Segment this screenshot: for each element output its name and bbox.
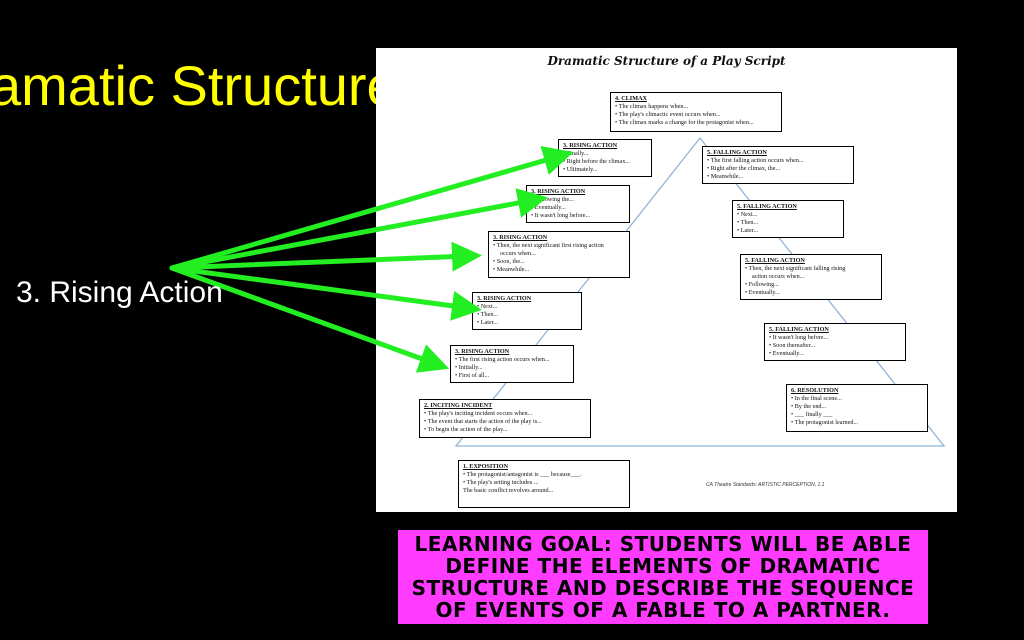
slide-title: amatic Structure: [0, 54, 398, 117]
box-line: Eventually...: [745, 289, 877, 297]
box-line: Eventually...: [531, 204, 625, 212]
box-heading: 6. RESOLUTION: [791, 387, 839, 394]
falling-action-box-3: 5. FALLING ACTION Then, the next signifi…: [740, 254, 882, 300]
box-line: It wasn't long before...: [531, 212, 625, 220]
box-heading: 5. FALLING ACTION: [745, 257, 805, 264]
box-line: First of all...: [455, 372, 569, 380]
box-line: The first rising action occurs when...: [455, 356, 569, 364]
inciting-incident-box: 2. INCITING INCIDENT The play's inciting…: [419, 399, 591, 438]
box-line: Meanwhile...: [493, 266, 625, 274]
resolution-box: 6. RESOLUTION In the final scene... By t…: [786, 384, 928, 432]
box-heading: 3. RISING ACTION: [493, 234, 548, 241]
box-line: Soon thereafter...: [769, 342, 901, 350]
box-line: The climax marks a change for the protag…: [615, 119, 777, 127]
box-line: Finally...: [563, 150, 647, 158]
standards-caption: CA Theatre Standards: ARTISTIC PERCEPTIO…: [706, 482, 825, 488]
box-line: The first falling action occurs when...: [707, 157, 849, 165]
box-line: Meanwhile...: [707, 173, 849, 181]
box-heading: 3. RISING ACTION: [455, 348, 510, 355]
box-heading: 3. RISING ACTION: [477, 295, 532, 302]
box-line: Right after the climax, the...: [707, 165, 849, 173]
box-line: The play's climactic event occurs when..…: [615, 111, 777, 119]
box-heading: 5. FALLING ACTION: [769, 326, 829, 333]
box-line: The event that starts the action of the …: [424, 418, 586, 426]
box-line: Later...: [737, 227, 839, 235]
box-line: Following the...: [531, 196, 625, 204]
box-line: In the final scene...: [791, 395, 923, 403]
box-line: Right before the climax...: [563, 158, 647, 166]
box-line: The protagonist/antagonist is ___ becaus…: [463, 471, 625, 479]
arrow-to-rising-action-1: [169, 265, 450, 373]
box-line: Ultimately...: [563, 166, 647, 174]
rising-action-box-5: 3. RISING ACTION Finally... Right before…: [558, 139, 652, 177]
box-line: Next...: [737, 211, 839, 219]
rising-action-box-1: 3. RISING ACTION The first rising action…: [450, 345, 574, 383]
box-line: Then...: [477, 311, 577, 319]
box-heading: 3. RISING ACTION: [563, 142, 618, 149]
rising-action-box-3: 3. RISING ACTION Then, the next signific…: [488, 231, 630, 278]
box-line: Eventually...: [769, 350, 901, 358]
arrow-to-rising-action-5: [169, 146, 574, 271]
box-line: Initially...: [455, 364, 569, 372]
box-heading: 3. RISING ACTION: [531, 188, 586, 195]
exposition-box: 1. EXPOSITION The protagonist/antagonist…: [458, 460, 630, 508]
arrow-to-rising-action-4: [169, 188, 548, 271]
box-line: Then...: [737, 219, 839, 227]
arrow-to-rising-action-2: [169, 265, 482, 321]
rising-action-box-2: 3. RISING ACTION Next... Then... Later..…: [472, 292, 582, 330]
arrow-to-rising-action-3: [169, 241, 482, 272]
learning-goal-banner: LEARNING GOAL: STUDENTS WILL BE ABLE DEF…: [396, 528, 930, 626]
learning-goal-line: OF EVENTS OF A FABLE TO A PARTNER.: [435, 598, 891, 622]
rising-action-label: 3. Rising Action: [16, 276, 223, 309]
box-heading: 5. FALLING ACTION: [707, 149, 767, 156]
box-line: To begin the action of the play...: [424, 426, 586, 434]
box-heading: 2. INCITING INCIDENT: [424, 402, 493, 409]
box-heading: 5. FALLING ACTION: [737, 203, 797, 210]
box-line: The play's setting includes ...: [463, 479, 625, 487]
box-line: occurs when...: [500, 250, 536, 257]
box-line: Then, the next significant falling risin…: [745, 265, 877, 273]
box-line: ___ finally ___: [791, 411, 923, 419]
dramatic-structure-document: Dramatic Structure of a Play Script 4. C…: [376, 48, 957, 512]
box-heading: 1. EXPOSITION: [463, 463, 509, 470]
box-line: By the end...: [791, 403, 923, 411]
box-line: It wasn't long before...: [769, 334, 901, 342]
box-heading: 4. CLIMAX: [615, 95, 647, 102]
box-line: action occurs when...: [752, 273, 805, 280]
falling-action-box-4: 5. FALLING ACTION It wasn't long before.…: [764, 323, 906, 361]
box-line: Soon, the...: [493, 258, 625, 266]
box-line: The basic conflict revolves around...: [463, 487, 554, 494]
box-line: Following...: [745, 281, 877, 289]
climax-box: 4. CLIMAX The climax happens when... The…: [610, 92, 782, 132]
box-line: Then, the next significant first rising …: [493, 242, 625, 250]
learning-goal-line: LEARNING GOAL: STUDENTS WILL BE ABLE: [414, 532, 912, 556]
falling-action-box-1: 5. FALLING ACTION The first falling acti…: [702, 146, 854, 184]
box-line: The play's inciting incident occurs when…: [424, 410, 586, 418]
document-title: Dramatic Structure of a Play Script: [547, 54, 786, 68]
learning-goal-line: DEFINE THE ELEMENTS OF DRAMATIC: [445, 554, 881, 578]
box-line: The climax happens when...: [615, 103, 777, 111]
box-line: Next...: [477, 303, 577, 311]
box-line: Later...: [477, 319, 577, 327]
box-line: The protagonist learned...: [791, 419, 923, 427]
learning-goal-line: STRUCTURE AND DESCRIBE THE SEQUENCE: [411, 576, 915, 600]
falling-action-box-2: 5. FALLING ACTION Next... Then... Later.…: [732, 200, 844, 238]
